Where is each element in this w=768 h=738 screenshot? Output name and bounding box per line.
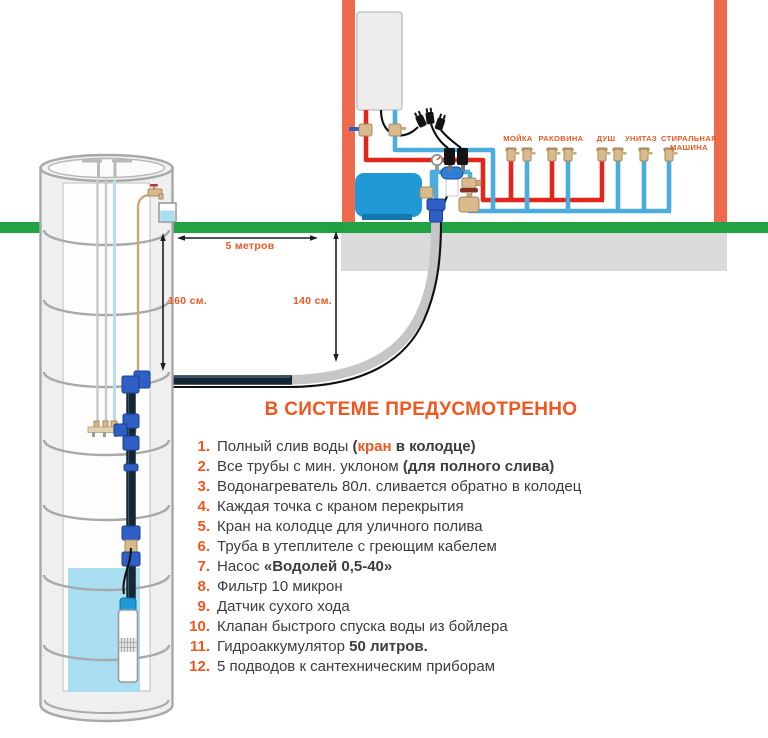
pressure-switch (444, 148, 455, 171)
checklist-item-text: Кран на колодце для уличного полива (217, 518, 483, 535)
fixture-label-sink: МОЙКА (503, 134, 533, 143)
checklist-item-text: Фильтр 10 микрон (217, 578, 343, 595)
checklist-item: 10. Клапан быстрого спуска воды из бойлер… (189, 617, 595, 637)
checklist-item: 7. Насос «Водолей 0,5-40» (189, 557, 595, 577)
well-pipe-fittings (426, 198, 446, 223)
dry-run-sensor (457, 148, 468, 171)
house-right-wall (714, 0, 727, 222)
system-checklist: 1. Полный слив воды (кран в колодце) 2. Все… (189, 437, 595, 677)
checklist-item: 2. Все трубы с мин. уклоном (для полного … (189, 457, 595, 477)
measurement-span-label: 5 метров (225, 240, 275, 252)
fixture-label-washbasin: РАКОВИНА (538, 134, 584, 143)
checklist-item-number: 11. (189, 638, 210, 655)
checklist-item: 8. Фильтр 10 микрон (189, 577, 595, 597)
fixture-valves (505, 147, 678, 162)
hot-water-line (363, 110, 604, 203)
measurement-house-depth-label: 140 см. (292, 295, 332, 307)
checklist-item-number: 5. (197, 518, 210, 535)
fixture-label-toilet: УНИТАЗ (624, 134, 658, 143)
well-riser-pipe (113, 370, 151, 600)
checklist-item: 1. Полный слив воды (кран в колодце) (189, 437, 595, 457)
power-plug (425, 107, 435, 125)
checklist-item-text: Датчик сухого хода (217, 598, 350, 615)
checklist-item-text: Гидроаккумулятор 50 литров. (217, 638, 428, 655)
power-cables (379, 109, 462, 149)
checklist-item-number: 8. (197, 578, 210, 595)
checklist-item-number: 6. (197, 538, 210, 555)
well (39, 153, 177, 723)
page-title: В СИСТЕМЕ ПРЕДУСМОТРЕННО (264, 399, 578, 420)
fixture-label-shower: ДУШ (596, 134, 616, 143)
checklist-item-text: Водонагреватель 80л. сливается обратно в… (217, 478, 582, 495)
water-glass (158, 202, 177, 223)
well-top-brackets (82, 159, 132, 178)
house-walls (342, 0, 727, 222)
checklist-item-number: 1. (197, 438, 210, 455)
measurement-arrows (160, 231, 339, 371)
boiler-valves (349, 123, 406, 137)
garden-faucet (147, 184, 164, 200)
checklist-item: 9. Датчик сухого хода (189, 597, 595, 617)
checklist-item-number: 12. (189, 658, 210, 675)
checklist-item-number: 4. (197, 498, 210, 515)
checklist-item-text: Клапан быстрого спуска воды из бойлера (217, 618, 508, 635)
hydroaccumulator-tank (355, 173, 434, 220)
well-drop-lines (96, 179, 116, 427)
checklist-item: 12. 5 подводов к сантехническим приборам (189, 657, 595, 677)
inline-filter (440, 166, 464, 197)
water-heater-boiler (356, 11, 403, 111)
power-plug (434, 113, 446, 131)
checklist-item: 3. Водонагреватель 80л. сливается обратно… (189, 477, 595, 497)
submersible-pump (117, 597, 139, 683)
checklist-item: 11. Гидроаккумулятор 50 литров. (189, 637, 595, 657)
pump-intake-screen (119, 638, 137, 652)
checklist-item-text: Труба в утеплителе с греющим кабелем (217, 538, 497, 555)
checklist-item-number: 9. (197, 598, 210, 615)
checklist-item: 4. Каждая точка с краном перекрытия (189, 497, 595, 517)
well-rim-inner (47, 157, 166, 179)
station-wing-valve (461, 177, 482, 189)
checklist-item-text: Каждая точка с краном перекрытия (217, 498, 464, 515)
checklist-item-number: 7. (197, 558, 210, 575)
checklist-item-number: 3. (197, 478, 210, 495)
checklist-item-number: 2. (197, 458, 210, 475)
checklist-item-text: Насос «Водолей 0,5-40» (217, 558, 393, 575)
pump-station (355, 107, 482, 223)
drain-tap-valve (458, 188, 480, 213)
checklist-item: 6. Труба в утеплителе с греющим кабелем (189, 537, 595, 557)
checklist-item-number: 10. (189, 618, 210, 635)
checklist-item: 5. Кран на колодце для уличного полива (189, 517, 595, 537)
power-plug (414, 110, 427, 128)
house-left-wall (342, 0, 355, 222)
pressure-gauge (430, 154, 443, 170)
house-foundation (341, 230, 727, 271)
fixture-label-washing-machine: СТИРАЛЬНАЯ МАШИНА (661, 134, 717, 152)
pump-cable-drop (122, 547, 133, 595)
checklist-item-text: 5 подводов к сантехническим приборам (217, 658, 496, 675)
checklist-item-text: Полный слив воды (кран в колодце) (217, 438, 476, 455)
measurement-well-depth-label: 160 см. (168, 295, 208, 307)
checklist-item-text: Все трубы с мин. уклоном (для полного сл… (217, 458, 555, 475)
ground-strip (0, 222, 768, 233)
